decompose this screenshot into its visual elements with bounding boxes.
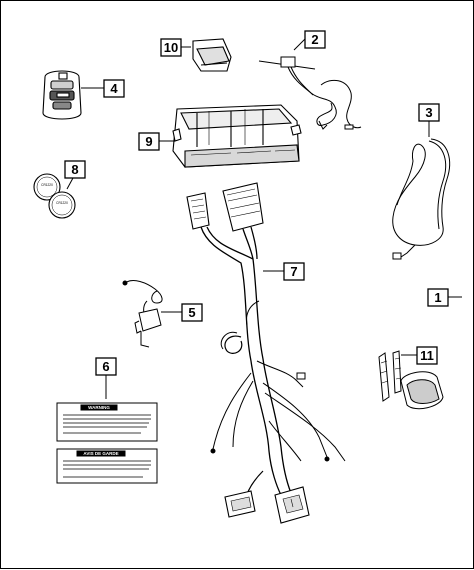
callout-11-text: 11 xyxy=(420,348,434,363)
part-6-warning-labels: WARNING AVIS DE GARDE xyxy=(56,402,158,484)
part-2-antenna xyxy=(258,56,362,130)
callout-7: 7 xyxy=(263,262,305,281)
callout-2-text: 2 xyxy=(311,32,318,47)
callout-10-text: 10 xyxy=(164,40,178,55)
part-7-wiring-harness xyxy=(186,182,346,524)
battery-1-label: CR1220 xyxy=(41,183,53,187)
callout-3: 3 xyxy=(418,103,440,137)
part-3-cable xyxy=(392,138,451,260)
callout-1: 1 xyxy=(427,288,462,307)
callout-2: 2 xyxy=(293,30,326,51)
part-10-pad xyxy=(192,38,232,72)
part-11-ties-pad xyxy=(378,350,444,410)
callout-7-text: 7 xyxy=(290,264,297,279)
part-5-relay xyxy=(122,280,163,348)
callout-1-text: 1 xyxy=(434,290,441,305)
callout-3-text: 3 xyxy=(425,105,432,120)
part-8-batteries: CR1220 CR1220 xyxy=(33,173,76,219)
callout-10: 10 xyxy=(160,38,191,57)
callout-5: 5 xyxy=(161,303,203,322)
battery-2-label: CR1220 xyxy=(56,201,68,205)
harness-connector-left xyxy=(186,192,210,230)
callout-4: 4 xyxy=(81,79,125,98)
part-4-key-fob xyxy=(42,70,82,120)
harness-connector-bottom-left xyxy=(224,490,256,518)
callout-5-text: 5 xyxy=(188,305,195,320)
warning-label-title: WARNING xyxy=(88,405,110,410)
callout-6: 6 xyxy=(95,357,117,399)
callout-9-text: 9 xyxy=(145,134,152,149)
callout-11: 11 xyxy=(401,346,438,365)
callout-4-text: 4 xyxy=(110,81,118,96)
callout-8-text: 8 xyxy=(71,162,78,177)
callout-8: 8 xyxy=(64,160,86,190)
harness-connector-right xyxy=(222,182,264,232)
harness-connector-bottom-right xyxy=(274,486,310,524)
part-9-control-module xyxy=(172,104,302,168)
callout-9: 9 xyxy=(138,132,177,151)
avis-label-title: AVIS DE GARDE xyxy=(83,451,118,456)
callout-6-text: 6 xyxy=(102,359,109,374)
